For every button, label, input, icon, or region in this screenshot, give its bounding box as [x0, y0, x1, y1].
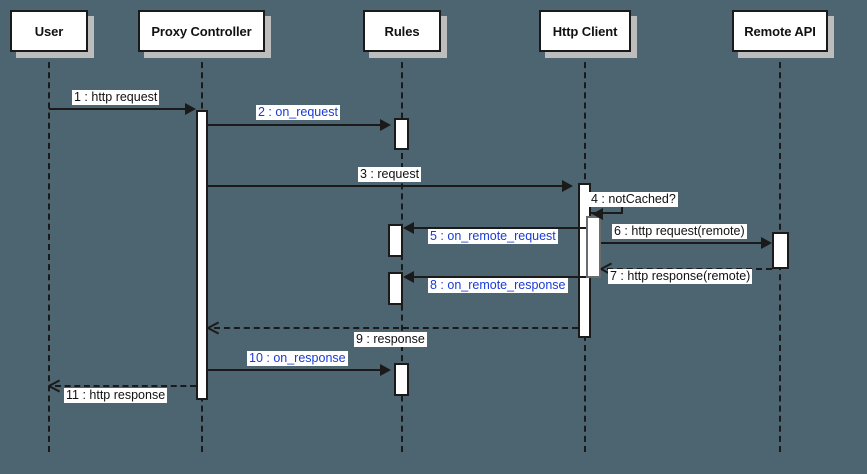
participant-label-proxy-controller: Proxy Controller: [151, 23, 252, 39]
message-arrowhead-11: [49, 380, 60, 392]
message-line-1[interactable]: [49, 108, 189, 110]
message-line-11[interactable]: [55, 385, 196, 387]
message-label-7: 7 : http response(remote): [608, 269, 753, 284]
participant-box: Rules: [363, 10, 441, 52]
message-label-9: 9 : response: [354, 332, 427, 347]
message-arrowhead-1: [185, 103, 196, 115]
participant-label-rules: Rules: [384, 23, 420, 39]
message-label-4: 4 : notCached?: [589, 192, 678, 207]
message-label-1: 1 : http request: [72, 90, 160, 105]
message-arrowhead-8: [403, 271, 414, 283]
participant-label-remote-api: Remote API: [744, 23, 816, 39]
message-arrowhead-9: [208, 322, 219, 334]
message-label-11: 11 : http response: [64, 388, 168, 403]
message-arrowhead-6: [761, 237, 772, 249]
activation-bar-rules-on-response: [394, 363, 409, 396]
message-line-2[interactable]: [208, 124, 380, 126]
message-line-9[interactable]: [214, 327, 578, 329]
participant-rules[interactable]: Rules: [363, 10, 447, 58]
message-label-2: 2 : on_request: [256, 105, 340, 120]
activation-bar-rules-on-request: [394, 118, 409, 150]
message-arrowhead-3: [562, 180, 573, 192]
activation-bar-http-client-nested: [586, 216, 601, 278]
message-arrowhead-2: [380, 119, 391, 131]
message-label-6: 6 : http request(remote): [612, 224, 747, 239]
participant-user[interactable]: User: [10, 10, 94, 58]
participant-box: Proxy Controller: [138, 10, 265, 52]
message-line-3[interactable]: [208, 185, 562, 187]
message-arrowhead-4: [592, 208, 603, 220]
message-line-6[interactable]: [601, 242, 761, 244]
participant-label-http-client: Http Client: [552, 23, 618, 39]
activation-bar-proxy: [196, 110, 208, 400]
message-line-5[interactable]: [414, 227, 586, 229]
participant-box: Http Client: [539, 10, 631, 52]
message-arrowhead-10: [380, 364, 391, 376]
message-line-8[interactable]: [414, 276, 586, 278]
message-arrowhead-5: [403, 222, 414, 234]
message-label-10: 10 : on_response: [247, 351, 348, 366]
activation-bar-rules-on-remote-request: [388, 224, 403, 257]
participant-box: Remote API: [732, 10, 828, 52]
message-line-10[interactable]: [208, 369, 380, 371]
participant-proxy-controller[interactable]: Proxy Controller: [138, 10, 271, 58]
participant-remote-api[interactable]: Remote API: [732, 10, 834, 58]
activation-bar-remote-api: [772, 232, 789, 269]
participant-box: User: [10, 10, 88, 52]
participant-http-client[interactable]: Http Client: [539, 10, 637, 58]
message-label-3: 3 : request: [358, 167, 422, 182]
lifeline-user: [48, 52, 50, 452]
message-label-5: 5 : on_remote_request: [428, 229, 558, 244]
participant-label-user: User: [34, 23, 64, 39]
activation-bar-rules-on-remote-response: [388, 272, 403, 305]
message-label-8: 8 : on_remote_response: [428, 278, 568, 293]
